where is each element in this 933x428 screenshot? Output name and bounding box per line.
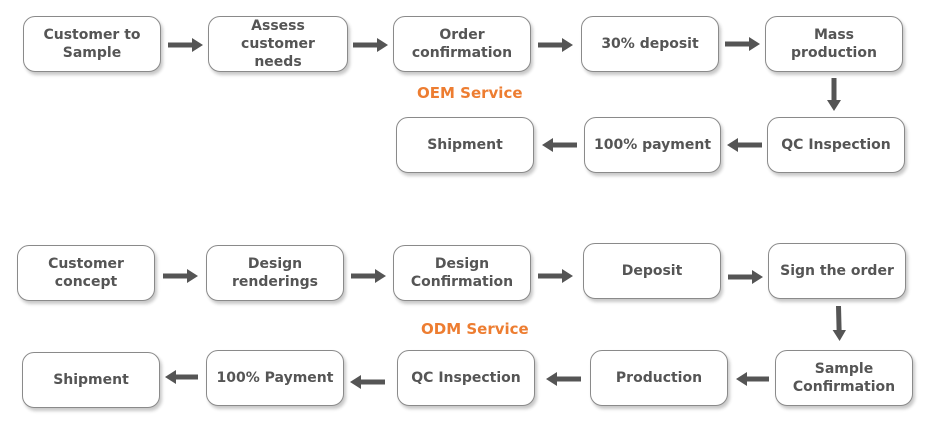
arrow-left-icon xyxy=(546,372,581,386)
arrow-left-icon xyxy=(542,138,577,152)
arrow-left-icon xyxy=(350,375,385,389)
oem-step-30-deposit: 30% deposit xyxy=(581,16,719,72)
odm-step-customer-concept: Customer concept xyxy=(17,245,155,301)
arrow-right-icon xyxy=(351,269,386,283)
oem-step-customer-to-sample: Customer to Sample xyxy=(23,16,161,72)
oem-step-100-payment: 100% payment xyxy=(584,117,721,173)
step-label: Production xyxy=(615,370,703,386)
odm-step-shipment: Shipment xyxy=(22,352,160,408)
arrow-right-icon xyxy=(725,37,760,51)
step-label: 100% Payment xyxy=(216,370,334,386)
arrow-right-icon xyxy=(168,38,203,52)
step-label: Shipment xyxy=(427,137,503,153)
arrow-right-icon xyxy=(728,270,763,284)
oem-step-shipment: Shipment xyxy=(396,117,534,173)
step-label: Design renderings xyxy=(232,256,318,290)
odm-step-100-payment: 100% Payment xyxy=(206,350,344,406)
step-label: Sample Confirmation xyxy=(792,361,896,395)
odm-step-qc-inspection: QC Inspection xyxy=(397,350,535,406)
step-label: Customer concept xyxy=(48,256,124,290)
arrow-right-icon xyxy=(353,38,388,52)
step-label: QC Inspection xyxy=(411,370,521,386)
oem-step-qc-inspection: QC Inspection xyxy=(767,117,905,173)
arrow-down-icon xyxy=(832,306,846,341)
odm-step-design-confirmation: Design Confirmation xyxy=(393,245,531,301)
oem-service-title: OEM Service xyxy=(417,84,523,102)
step-label: QC Inspection xyxy=(781,137,891,153)
step-label: Sign the order xyxy=(780,263,894,279)
step-label: Deposit xyxy=(621,263,683,279)
odm-service-title: ODM Service xyxy=(421,320,529,338)
odm-step-deposit: Deposit xyxy=(583,243,721,299)
odm-step-design-renderings: Design renderings xyxy=(206,245,344,301)
arrow-left-icon xyxy=(736,372,769,386)
oem-step-mass-production: Mass production xyxy=(765,16,903,72)
arrow-down-icon xyxy=(827,78,841,111)
oem-step-assess-customer-needs: Assess customer needs xyxy=(208,16,348,72)
step-label: 100% payment xyxy=(593,137,712,153)
step-label: Customer to Sample xyxy=(43,27,141,61)
oem-step-order-confirmation: Order confirmation xyxy=(393,16,531,72)
step-label: Mass production xyxy=(791,27,877,61)
arrow-left-icon xyxy=(727,138,762,152)
arrow-right-icon xyxy=(538,38,573,52)
step-label: Design Confirmation xyxy=(410,256,514,290)
odm-step-sample-confirmation: Sample Confirmation xyxy=(775,350,913,406)
step-label: Order confirmation xyxy=(411,27,513,61)
step-label: 30% deposit xyxy=(601,36,699,52)
arrow-left-icon xyxy=(165,370,198,384)
step-label: Assess customer needs xyxy=(241,18,315,70)
odm-step-production: Production xyxy=(590,350,728,406)
arrow-right-icon xyxy=(538,269,573,283)
step-label: Shipment xyxy=(53,372,129,388)
odm-step-sign-the-order: Sign the order xyxy=(768,243,906,299)
arrow-right-icon xyxy=(163,269,198,283)
